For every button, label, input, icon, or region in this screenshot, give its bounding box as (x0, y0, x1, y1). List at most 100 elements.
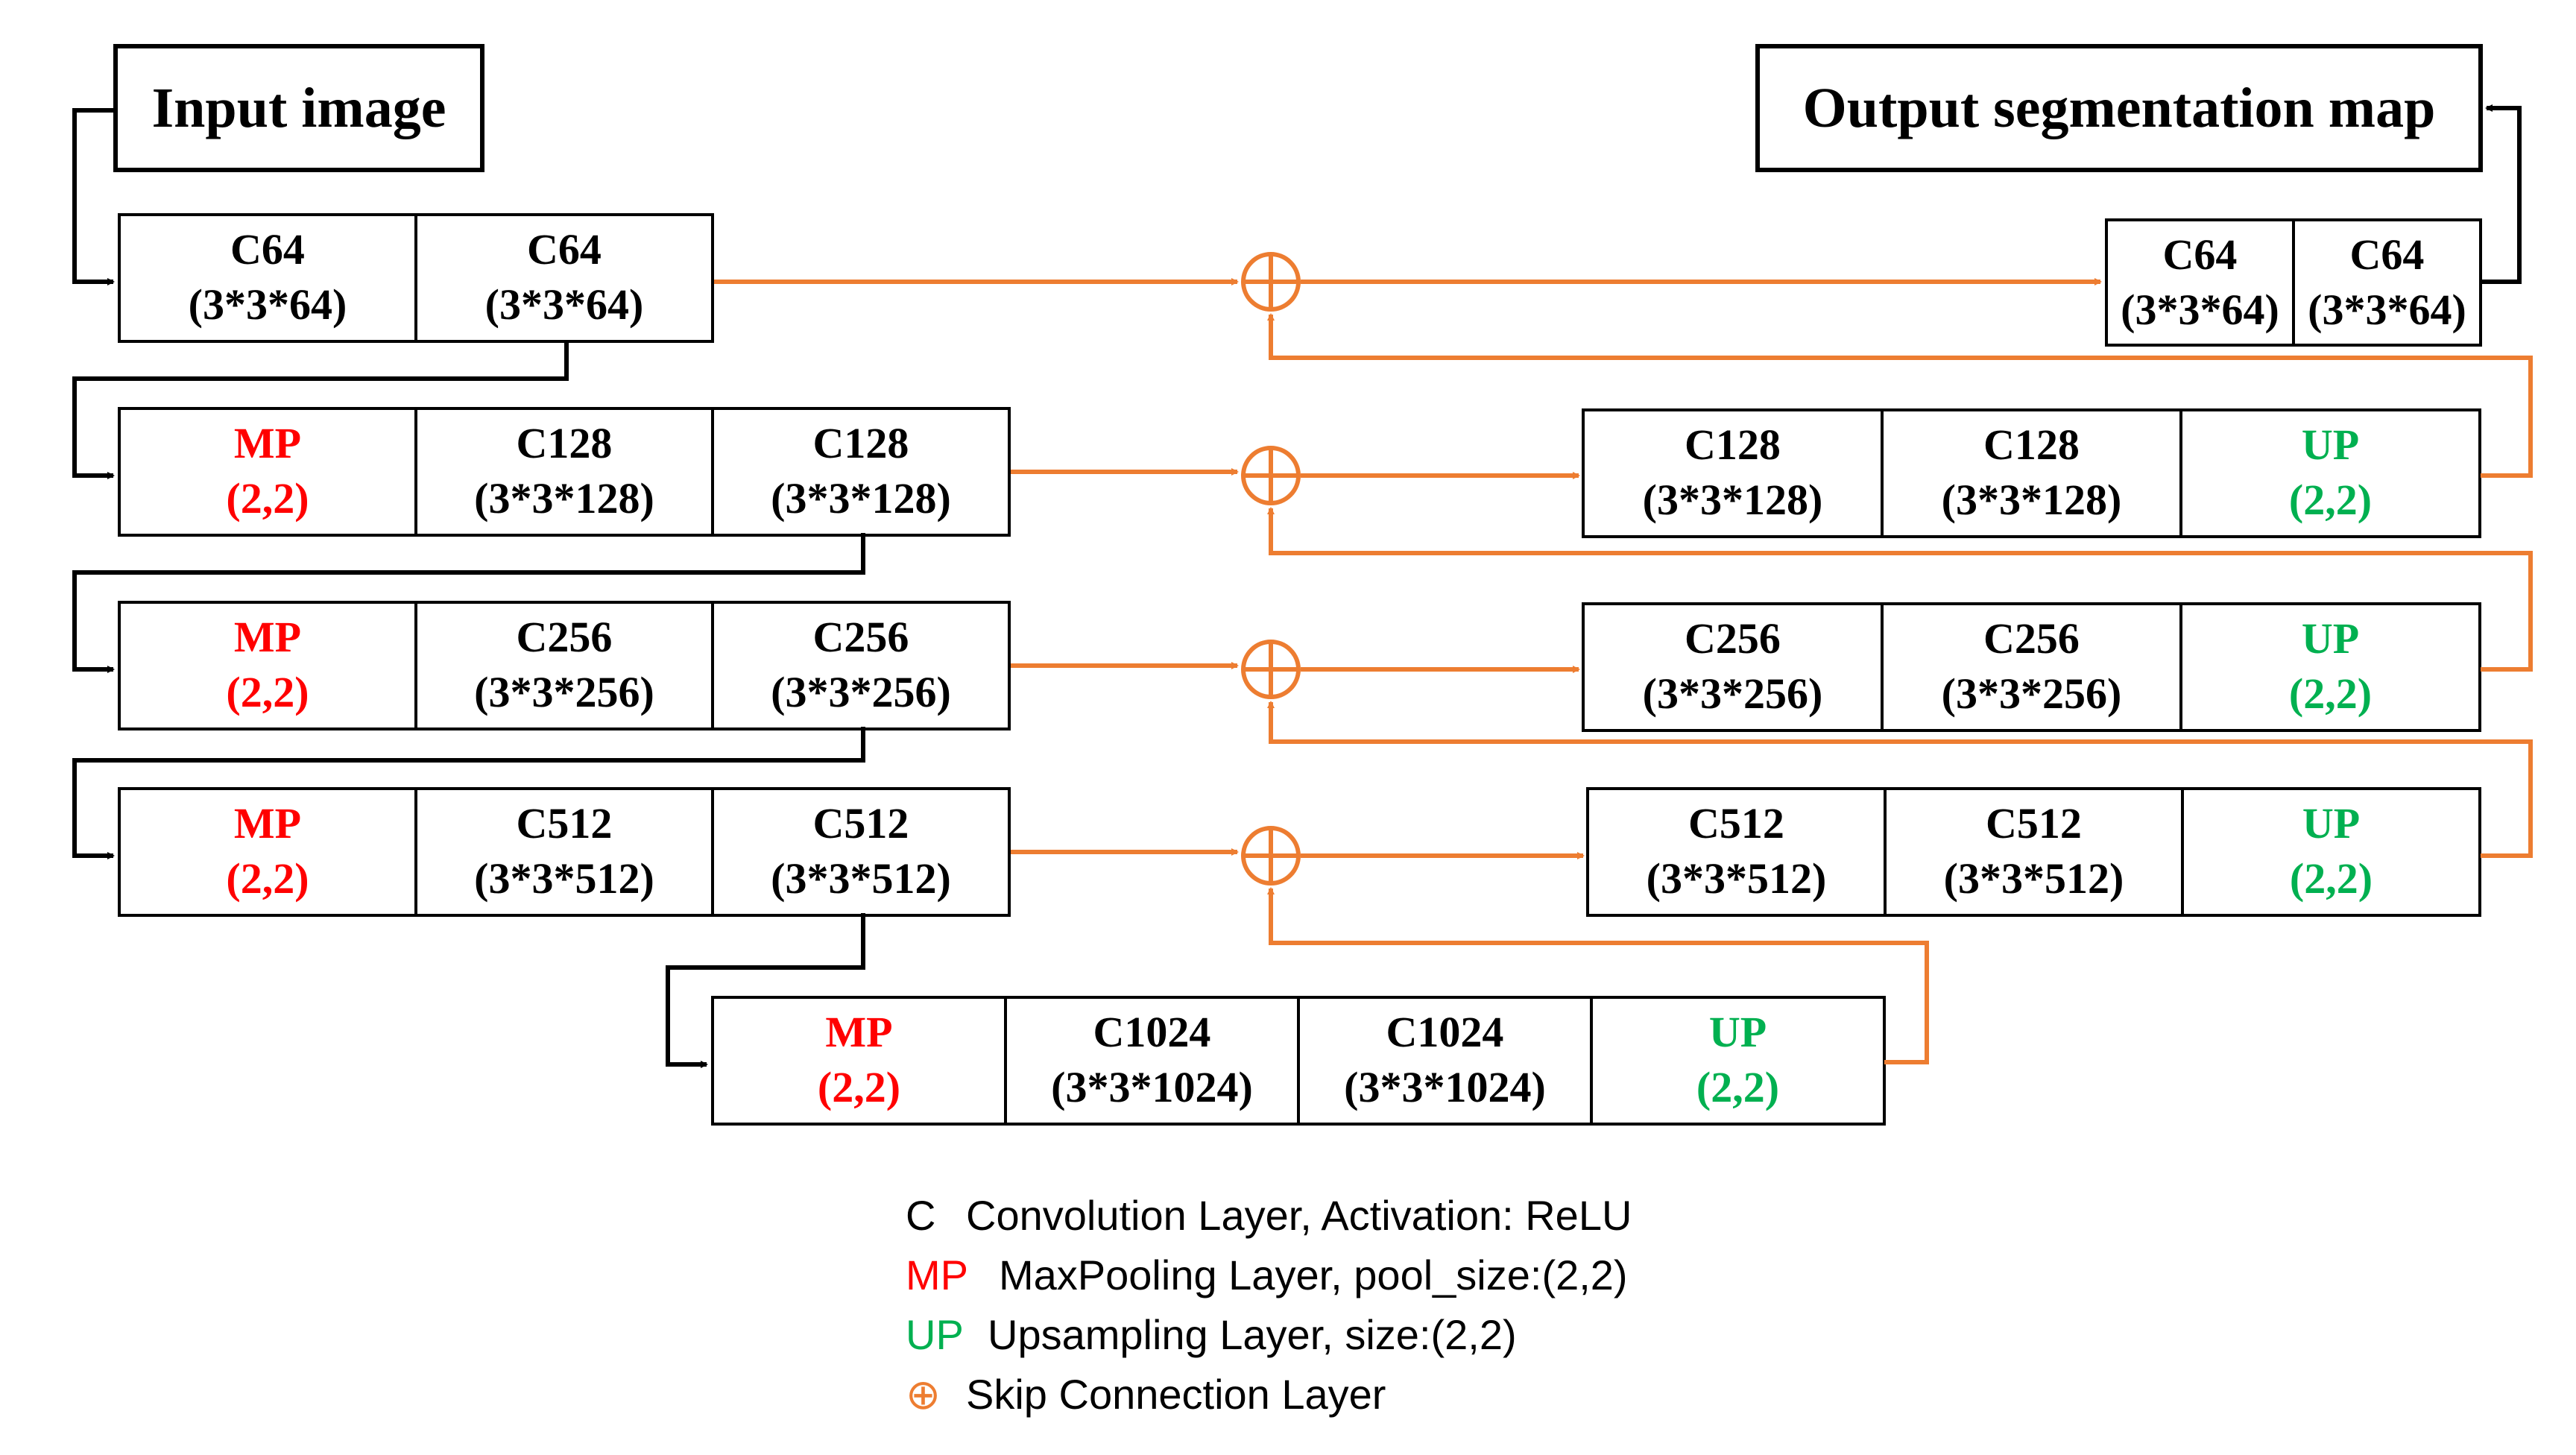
legend-conv-symbol: C (906, 1192, 935, 1239)
layer-cell-border (711, 407, 1011, 537)
input-image-label: Input image (152, 77, 446, 139)
layer-name: C64 (2163, 230, 2238, 279)
row3-decoder-block: C256 (3*3*256) C256 (3*3*256) UP(2,2) (1582, 602, 2481, 732)
layer-cell-border (414, 601, 714, 730)
layer-name: C1024 (1386, 1008, 1504, 1056)
layer-params: (3*3*64) (485, 280, 644, 329)
legend-maxpool-text: MaxPooling Layer, pool_size:(2,2) (999, 1252, 1628, 1298)
legend-upsample-text: Upsampling Layer, size:(2,2) (988, 1311, 1517, 1358)
conv-layer-cell: C64 (3*3*64) (2105, 218, 2295, 347)
layer-name: C512 (1986, 799, 2082, 848)
layer-params: (3*3*128) (1643, 476, 1823, 524)
input-image-box: Input image (113, 44, 484, 172)
layer-name: C512 (517, 799, 613, 848)
layer-cell-border (414, 787, 714, 917)
layer-params: (2,2) (2289, 669, 2372, 718)
conv-layer-cell: C256 (3*3*256) (1582, 602, 1884, 732)
layer-cell-border (2292, 218, 2482, 347)
conv-layer-cell: C64 (3*3*64) (414, 213, 714, 343)
conv-layer-cell: C256(3*3*256) (711, 601, 1011, 730)
layer-cell-border (118, 601, 417, 730)
legend-maxpool-symbol: MP (906, 1252, 968, 1298)
layer-name: MP (234, 419, 301, 467)
layer-name: C64 (527, 225, 602, 274)
layer-params: (3*3*64) (189, 280, 347, 329)
upsample-row4-to-add3 (1267, 701, 2533, 858)
layer-params: (2,2) (2290, 854, 2373, 903)
legend-conv-text: Convolution Layer, Activation: ReLU (966, 1192, 1632, 1239)
flow-row4-to-row5 (666, 913, 865, 1068)
layer-cell-border (1586, 787, 1887, 917)
conv-layer-cell: C128 (3*3*128) (414, 407, 714, 537)
row2-encoder-block: MP(2,2)C128(3*3*128)C128(3*3*128) (118, 407, 1011, 537)
row2-decoder-block: C128(3*3*128)C128(3*3*128)UP(2,2) (1582, 408, 2481, 538)
upsample-layer-cell: UP (2,2) (1590, 996, 1886, 1126)
layer-params: (3*3*256) (1643, 669, 1823, 718)
layer-params: (3*3*512) (771, 854, 951, 903)
layer-name: C128 (1983, 420, 2080, 469)
output-segmentation-map-label: Output segmentation map (1803, 77, 2436, 139)
layer-params: (2,2) (226, 854, 309, 903)
upsample-layer-cell: UP(2,2) (2179, 408, 2481, 538)
layer-params: (3*3*256) (474, 668, 654, 716)
layer-params: (2,2) (1696, 1063, 1779, 1111)
layer-cell-border (1582, 408, 1884, 538)
layer-cell-border (711, 996, 1007, 1126)
layer-name: UP (2302, 799, 2360, 848)
maxpool-layer-cell: MP(2,2) (118, 601, 417, 730)
conv-layer-cell: C128(3*3*128) (711, 407, 1011, 537)
layer-blocks: C64(3*3*64)C64(3*3*64)MP(2,2)C128(3*3*12… (118, 213, 2482, 1126)
layer-params: (3*3*1024) (1051, 1063, 1253, 1111)
conv-layer-cell: C64(3*3*64) (2292, 218, 2482, 347)
skip-add-nodes (1241, 252, 1301, 886)
upsample-row5-to-add4 (1267, 887, 1929, 1064)
row3-encoder-block: MP(2,2)C256(3*3*256)C256(3*3*256) (118, 601, 1011, 730)
layer-params: (3*3*512) (1944, 854, 2124, 903)
layer-name: C64 (230, 225, 305, 274)
conv-layer-cell: C512 (3*3*512) (414, 787, 714, 917)
layer-cell-border (118, 213, 417, 343)
conv-layer-cell: C64 (3*3*64) (118, 213, 417, 343)
layer-cell-border (1590, 996, 1886, 1126)
layer-name: UP (1709, 1008, 1767, 1056)
layer-params: (3*3*512) (474, 854, 654, 903)
layer-params: (3*3*256) (1942, 669, 2122, 718)
skip-add-icon (1241, 252, 1301, 312)
conv-layer-cell: C1024 (3*3*1024) (1004, 996, 1300, 1126)
conv-layer-cell: C512(3*3*512) (1586, 787, 1887, 917)
layer-name: C128 (517, 419, 613, 467)
maxpool-layer-cell: MP(2,2) (118, 407, 417, 537)
flow-row2-to-row3 (72, 533, 865, 673)
layer-cell-border (1881, 602, 2182, 732)
layer-name: C128 (1685, 420, 1781, 469)
layer-name: C64 (2350, 230, 2425, 279)
layer-cell-border (118, 407, 417, 537)
layer-cell-border (1297, 996, 1593, 1126)
layer-cell-border (1004, 996, 1300, 1126)
flow-row1-decoder-to-output (2481, 104, 2522, 284)
layer-params: (3*3*64) (2121, 285, 2279, 334)
conv-layer-cell: C128 (3*3*128) (1582, 408, 1884, 538)
layer-params: (3*3*128) (474, 474, 654, 523)
layer-params: (3*3*256) (771, 668, 951, 716)
layer-name: C256 (1983, 614, 2080, 663)
row5-bottleneck-block: MP(2,2)C1024(3*3*1024)C1024(3*3*1024)UP(… (711, 996, 1886, 1126)
layer-name: C256 (1685, 614, 1781, 663)
layer-params: (2,2) (226, 668, 309, 716)
row4-decoder-block: C512(3*3*512)C512(3*3*512)UP(2,2) (1586, 787, 2481, 917)
flow-row3-to-row4 (72, 727, 865, 859)
layer-params: (2,2) (2289, 476, 2372, 524)
output-segmentation-map-box: Output segmentation map (1755, 44, 2483, 172)
layer-name: C1024 (1093, 1008, 1211, 1056)
upsample-layer-cell: UP(2,2) (2179, 602, 2481, 732)
upsample-row2-to-add1 (1267, 313, 2533, 478)
flow-connectors (72, 104, 2522, 1068)
layer-params: (3*3*128) (771, 474, 951, 523)
row1-encoder-block: C64 (3*3*64) C64 (3*3*64) (118, 213, 714, 343)
layer-cell-border (2179, 602, 2481, 732)
layer-cell-border (711, 601, 1011, 730)
layer-params: (2,2) (818, 1063, 900, 1111)
layer-name: C256 (517, 613, 613, 661)
flow-input-to-row1 (72, 108, 116, 285)
layer-cell-border (1582, 602, 1884, 732)
